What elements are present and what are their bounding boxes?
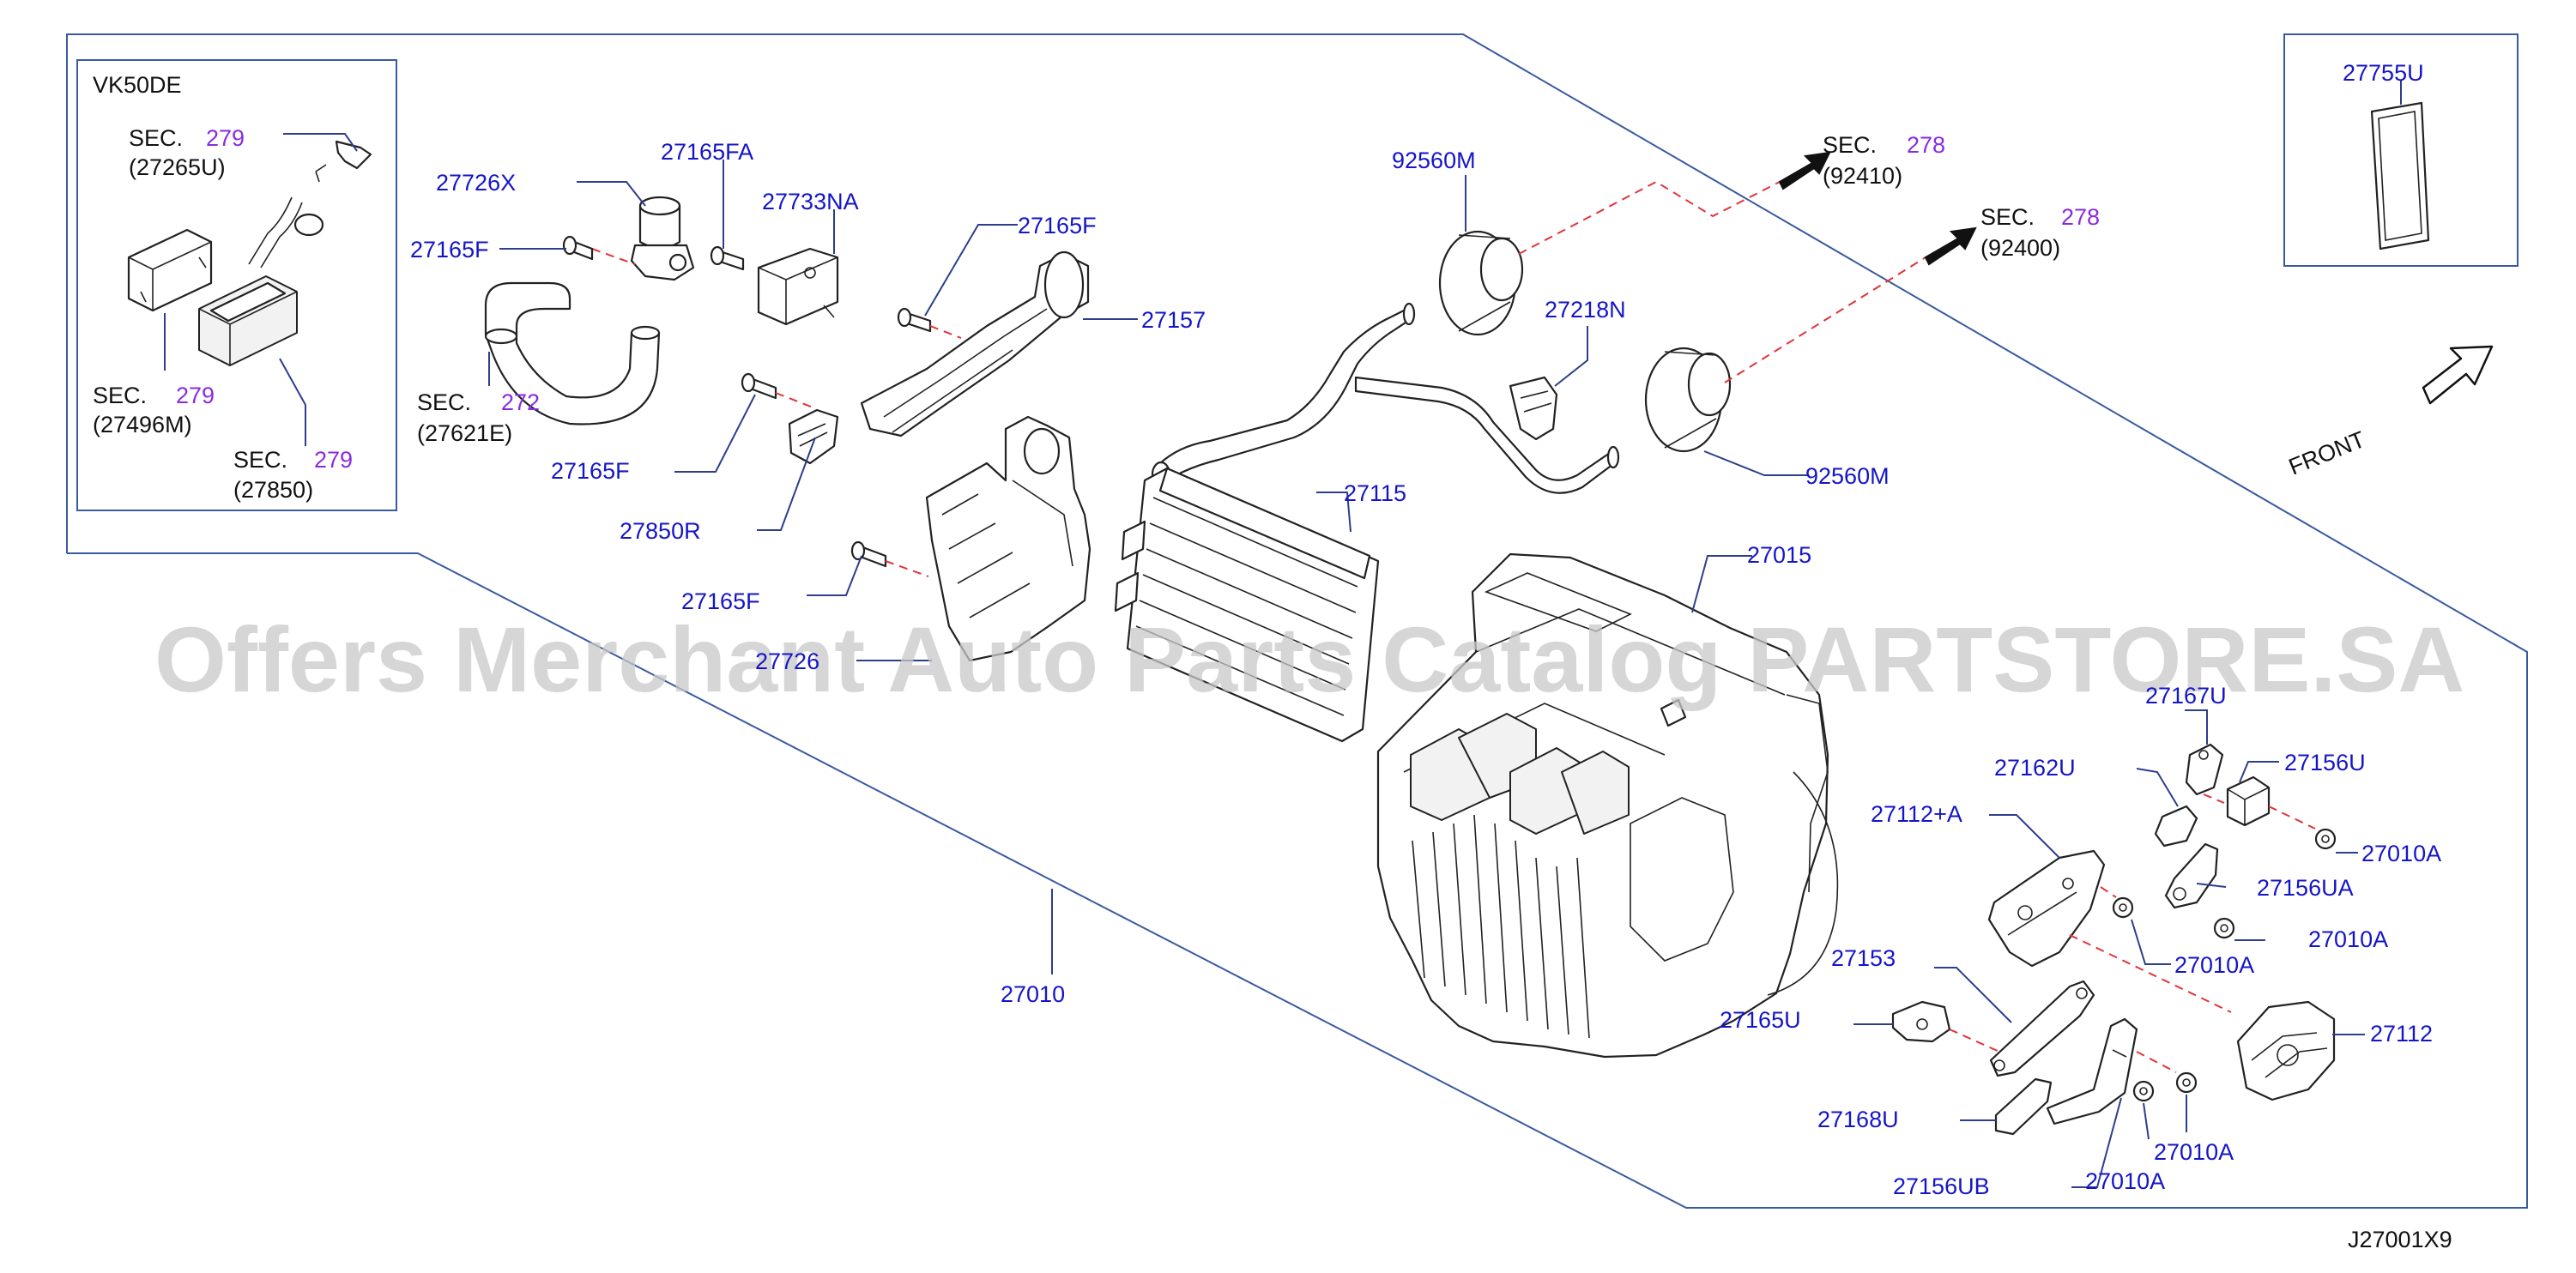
heater-core-drawing [1114, 467, 1380, 743]
sec-prefix-272: SEC. [417, 389, 471, 415]
inset-part-code-3: (27850) [233, 477, 313, 503]
screw-27165f-d [850, 540, 887, 568]
lower-housing-drawing [925, 415, 1091, 662]
callout-27015[interactable]: 27015 [1747, 542, 1811, 568]
callout-27733na[interactable]: 27733NA [762, 189, 859, 214]
callout-27726[interactable]: 27726 [755, 649, 819, 674]
sensor-27850r-drawing [788, 408, 839, 465]
callout-27010a-5[interactable]: 27010A [2085, 1168, 2165, 1194]
inset-sec-prefix-2: SEC. [93, 383, 147, 408]
callout-27010[interactable]: 27010 [1001, 981, 1065, 1007]
aspirator-drawing [630, 196, 695, 281]
callout-27115[interactable]: 27115 [1344, 480, 1406, 506]
callout-27165f-3[interactable]: 27165F [551, 458, 630, 484]
bracket-27112a-drawing [1987, 849, 2106, 968]
sec-prefix-92400: SEC. [1980, 204, 2035, 230]
sec-number-278-a[interactable]: 278 [1907, 132, 1945, 158]
main-frame-top [66, 33, 2528, 1209]
front-arrow-icon [2422, 345, 2494, 405]
grommet-92560m-bottom-drawing [1644, 347, 1732, 453]
diagram-code: J27001X9 [2348, 1227, 2452, 1252]
callout-27218n[interactable]: 27218N [1545, 297, 1626, 323]
heater-case-drawing [1376, 552, 1839, 1059]
link-27156u-drawing [2226, 775, 2271, 827]
callout-27755u[interactable]: 27755U [2343, 60, 2424, 86]
callout-27010a-1[interactable]: 27010A [2361, 841, 2441, 866]
arrow-to-92400 [1924, 226, 1977, 266]
arrow-to-92410 [1778, 151, 1831, 190]
duct-27157-drawing [860, 250, 1090, 437]
callout-27010a-3[interactable]: 27010A [2174, 952, 2254, 978]
screw-27010a-2 [2213, 917, 2235, 939]
callout-27165f-4[interactable]: 27165F [681, 588, 760, 614]
callout-27010a-4[interactable]: 27010A [2154, 1139, 2234, 1165]
sensor-module-drawing [127, 228, 213, 312]
callout-27112[interactable]: 27112 [2370, 1021, 2433, 1047]
sec-number-278-b[interactable]: 278 [2061, 204, 2100, 230]
clip-27218n-drawing [1509, 376, 1558, 441]
screw-27010a-3 [2112, 896, 2134, 919]
screw-27165f-a [562, 235, 594, 261]
callout-92560m-2[interactable]: 92560M [1805, 463, 1890, 489]
screw-27165f-b [741, 372, 777, 400]
wiring-harness-drawing [248, 140, 372, 268]
gear-27112-drawing [2236, 1000, 2336, 1101]
screw-27165fa [710, 245, 745, 271]
front-label: FRONT [2285, 426, 2368, 480]
callout-27165fa[interactable]: 27165FA [661, 139, 753, 165]
grommet-92560m-top-drawing [1438, 230, 1524, 336]
callout-27165f-1[interactable]: 27165F [410, 237, 489, 262]
control-unit-drawing [198, 275, 298, 366]
callout-27157[interactable]: 27157 [1141, 307, 1206, 333]
watermark: Offers Merchant Auto Parts Catalog PARTS… [154, 607, 2464, 711]
callout-27162u[interactable]: 27162U [1994, 755, 2076, 781]
link-27162u-drawing [2154, 805, 2198, 848]
inset-sec-number-1[interactable]: 279 [206, 125, 245, 151]
cabin-filter-drawing [2370, 101, 2430, 250]
link-27168u-drawing [1994, 1077, 2053, 1136]
callout-27165f-2[interactable]: 27165F [1018, 213, 1097, 238]
screw-27010a-1 [2314, 828, 2337, 850]
filter-frame [2283, 33, 2519, 267]
screw-27010a-4 [2175, 1071, 2198, 1094]
callout-27156ub[interactable]: 27156UB [1893, 1173, 1990, 1199]
callout-27165u[interactable]: 27165U [1720, 1007, 1801, 1033]
link-27156ua-drawing [2164, 842, 2219, 909]
sec-code-92400: (92400) [1980, 235, 2060, 261]
callout-27168u[interactable]: 27168U [1817, 1107, 1899, 1132]
screw-27010a-5 [2132, 1080, 2155, 1102]
engine-variant-label: VK50DE [93, 72, 182, 98]
callout-27156u[interactable]: 27156U [2284, 750, 2366, 775]
lever-27153-drawing [1989, 980, 2095, 1077]
sec-number-272[interactable]: 272 [501, 389, 540, 415]
callout-27153[interactable]: 27153 [1831, 945, 1896, 971]
callout-27167u[interactable]: 27167U [2145, 683, 2227, 709]
sec-code-92410: (92410) [1823, 163, 1902, 189]
inset-part-code-1: (27265U) [129, 154, 226, 180]
clip-27165u-drawing [1891, 1000, 1951, 1043]
sec-prefix-92410: SEC. [1823, 132, 1877, 158]
link-27156ub-drawing [2046, 1017, 2138, 1125]
callout-92560m-1[interactable]: 92560M [1392, 148, 1476, 173]
callout-27850r[interactable]: 27850R [620, 518, 701, 544]
callout-27112-a[interactable]: 27112+A [1871, 801, 1962, 827]
callout-27156ua[interactable]: 27156UA [2257, 875, 2354, 901]
inset-part-code-2: (27496M) [93, 412, 192, 437]
callout-27726x[interactable]: 27726X [436, 170, 516, 196]
actuator-27733na-drawing [757, 247, 839, 326]
inset-sec-number-3[interactable]: 279 [314, 447, 353, 473]
callout-27010a-2[interactable]: 27010A [2308, 926, 2388, 952]
sec-code-27621e: (27621E) [417, 420, 512, 446]
inset-sec-number-2[interactable]: 279 [176, 383, 215, 408]
inset-sec-prefix-1: SEC. [129, 125, 183, 151]
inset-sec-prefix-3: SEC. [233, 447, 287, 473]
inset-frame [76, 59, 397, 511]
screw-27165f-c [897, 307, 932, 333]
link-27167u-drawing [2185, 743, 2224, 796]
aspirator-hose-drawing [484, 281, 661, 425]
